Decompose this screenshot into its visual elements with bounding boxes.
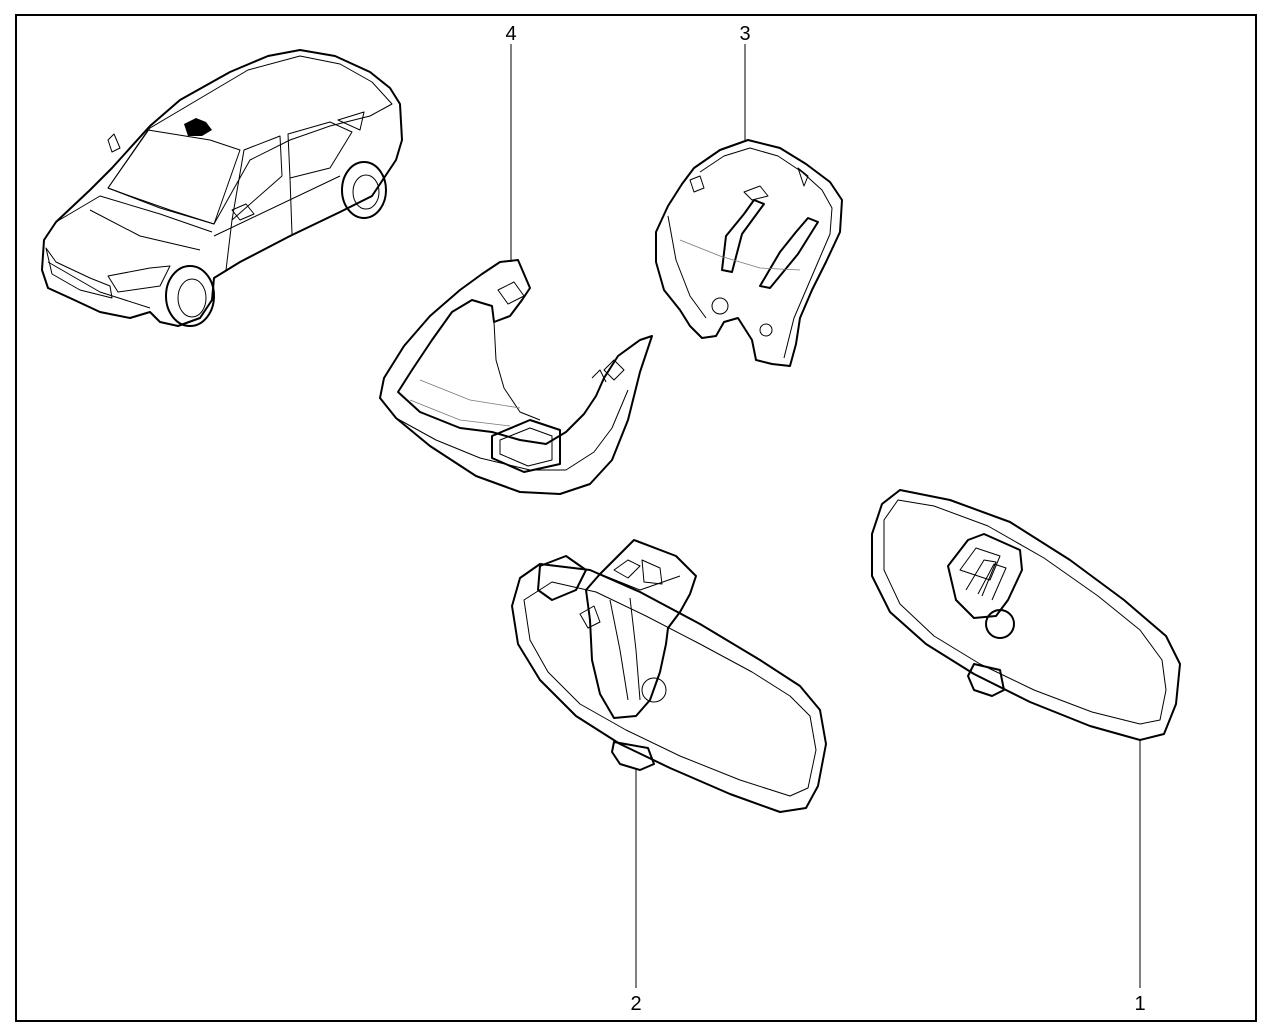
callout-4: 4 <box>505 23 516 45</box>
mirror-cover-lower-icon <box>379 259 653 495</box>
callout-1: 1 <box>1134 993 1145 1015</box>
mirror-location-marker <box>184 118 212 136</box>
sedan-car-icon <box>41 49 403 327</box>
callout-3: 3 <box>739 23 750 45</box>
callout-leaders <box>510 44 1141 988</box>
rear-view-mirror-with-bracket-icon <box>511 539 827 813</box>
rear-view-mirror-icon <box>871 489 1181 741</box>
diagram-frame <box>15 14 1257 1022</box>
mirror-cover-upper-icon <box>655 139 843 367</box>
callout-2: 2 <box>630 993 641 1015</box>
